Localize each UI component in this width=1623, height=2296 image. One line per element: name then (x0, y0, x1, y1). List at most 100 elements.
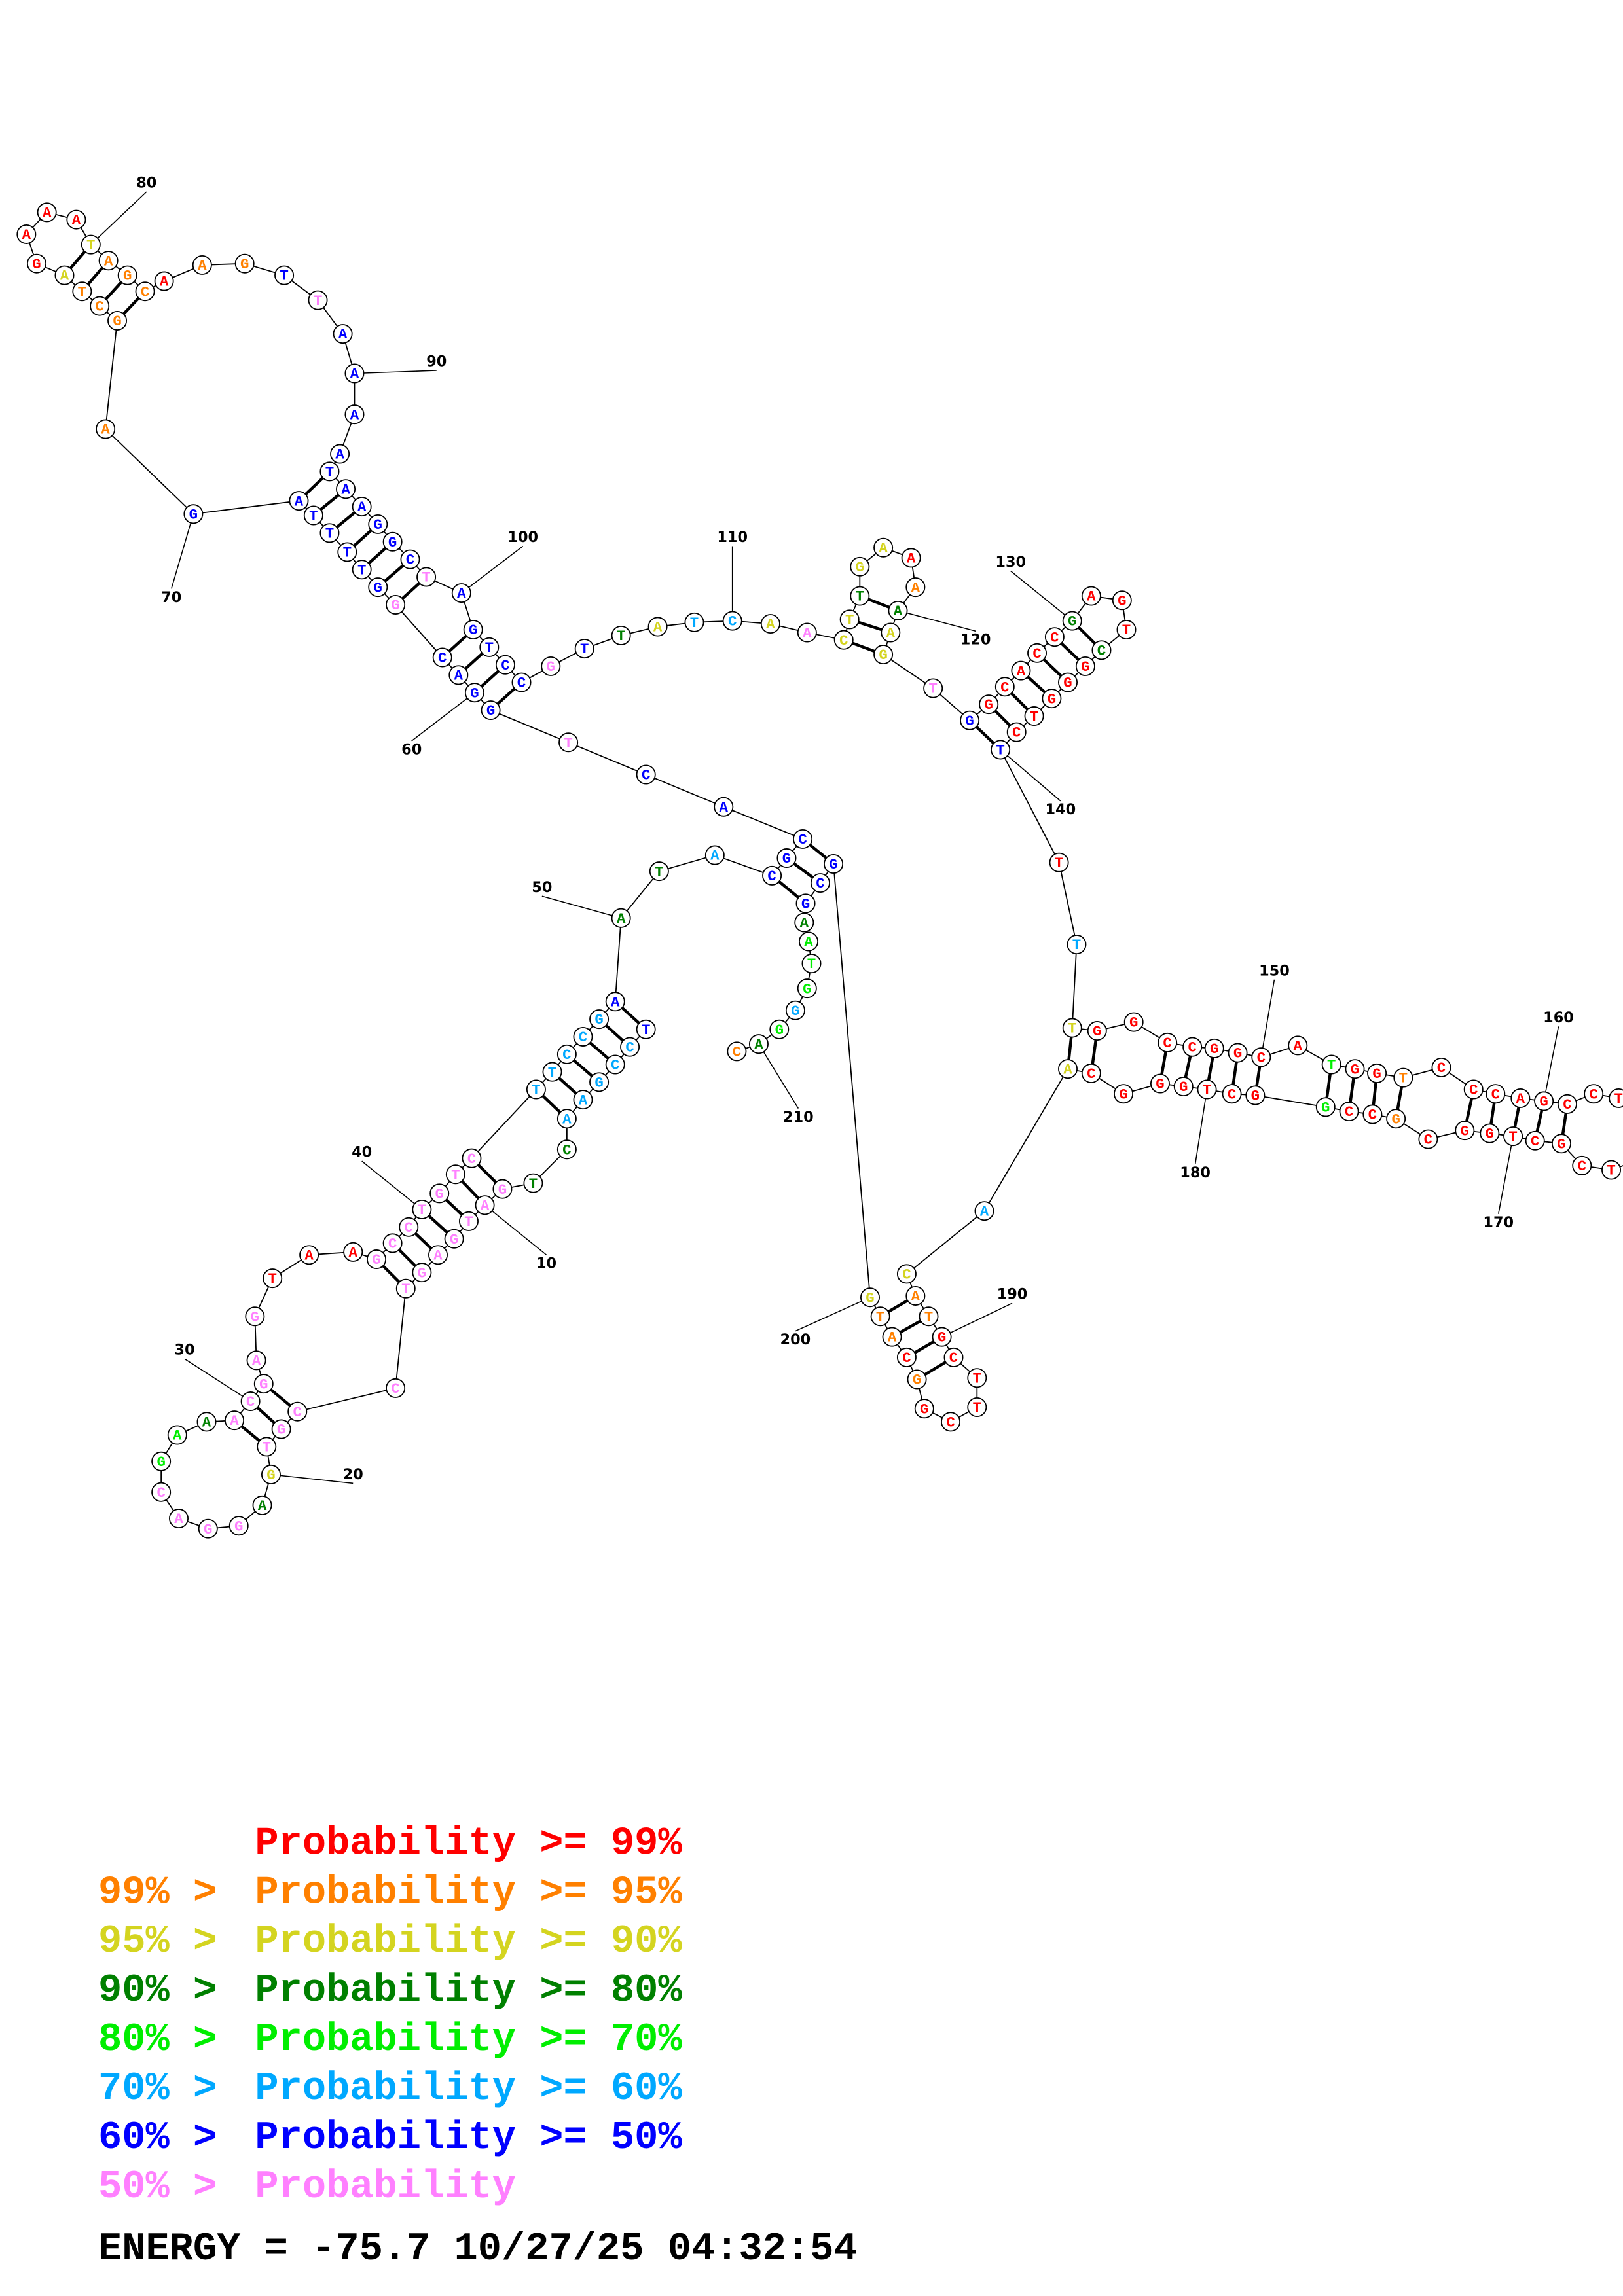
nucleotide-letter: G (829, 856, 837, 873)
nucleotide-circle (382, 1233, 403, 1253)
nucleotide-letter: C (1012, 725, 1021, 742)
nucleotide-letter: G (469, 622, 477, 639)
nucleotide-circle (1609, 1088, 1623, 1108)
nucleotide-198: A (882, 1327, 902, 1347)
energy-footer: ENERGY = -75.7 10/27/25 04:32:54 (98, 2227, 858, 2272)
nucleotide-circle (541, 656, 561, 676)
nucleotide-circle (839, 609, 860, 630)
nucleotide-148: G (1204, 1038, 1224, 1058)
nucleotide-circle (154, 271, 174, 291)
nucleotide-letter: T (1055, 855, 1063, 872)
nucleotide-196: G (907, 1369, 927, 1390)
nucleotide-letter: A (60, 268, 69, 285)
nucleotide-letter: G (1179, 1079, 1188, 1096)
nucleotide-letter: G (1119, 1086, 1127, 1103)
nucleotide-68: T (303, 505, 323, 526)
nucleotide-178: G (1245, 1085, 1266, 1105)
nucleotide-125: G (979, 694, 999, 715)
nucleotide-27: A (167, 1425, 187, 1445)
nucleotide-41: G (429, 1183, 450, 1204)
nucleotide-letter: T (655, 863, 663, 880)
nucleotide-174: G (1386, 1109, 1406, 1129)
legend-prefix: 95% > (98, 1920, 217, 1964)
nucleotide-58: T (558, 732, 579, 753)
nucleotide-38: C (382, 1233, 403, 1253)
nucleotide-letter: T (1508, 1128, 1517, 1145)
nucleotide-circle (1027, 643, 1048, 663)
nucleotide-letter: A (72, 212, 81, 229)
nucleotide-circle (1551, 1134, 1571, 1154)
nucleotide-letter: G (775, 1022, 784, 1039)
nucleotide-35: A (299, 1245, 319, 1265)
nucleotide-circle (1362, 1104, 1383, 1124)
nucleotide-letter: T (996, 742, 1004, 759)
nucleotide-letter: C (798, 831, 807, 848)
nucleotide-circle (343, 1242, 363, 1262)
nucleotide-circle (797, 978, 817, 999)
nucleotide-199: T (870, 1306, 890, 1327)
legend-entry-y: Probability >= 90% (255, 1920, 682, 1964)
nucleotide-letter: G (418, 1265, 426, 1282)
nucleotide-circle (762, 865, 782, 886)
position-label-130: 130 (995, 554, 1026, 571)
nucleotide-85: A (192, 255, 212, 275)
nucleotide-circle (481, 700, 501, 721)
nucleotide-circle (1062, 1018, 1082, 1038)
nucleotide-89: A (333, 324, 353, 344)
nucleotide-1: T (636, 1019, 656, 1039)
nucleotide-letter: T (564, 734, 572, 751)
nucleotide-circle (428, 1245, 448, 1265)
nucleotide-letter: C (767, 868, 776, 885)
nucleotide-letter: T (464, 1213, 473, 1230)
nucleotide-circle (367, 1249, 387, 1270)
nucleotide-60: G (464, 683, 484, 703)
nucleotide-letter: A (173, 1427, 182, 1444)
nucleotide-circle (888, 600, 908, 620)
label-leader-line (184, 1358, 251, 1402)
label-leader-line (411, 692, 475, 742)
nucleotide-letter: A (104, 253, 113, 270)
nucleotide-circle (1480, 1123, 1500, 1143)
nucleotide-letter: T (532, 1082, 540, 1099)
nucleotide-letter: G (1210, 1041, 1218, 1058)
nucleotide-circle (1075, 656, 1095, 676)
nucleotide-circle (451, 583, 471, 603)
nucleotide-letter: G (879, 647, 887, 664)
label-leader-line (90, 191, 147, 245)
nucleotide-letter: T (325, 464, 334, 481)
nucleotide-circle (1510, 1088, 1531, 1108)
nucleotide-123: T (923, 678, 943, 698)
nucleotide-letter: A (911, 1288, 921, 1305)
nucleotide-letter: T (807, 956, 816, 973)
nucleotide-circle (319, 523, 340, 543)
nucleotide-letter: G (1372, 1066, 1381, 1083)
nucleotide-letter: G (266, 1467, 275, 1484)
nucleotide-letter: A (357, 499, 367, 516)
nucleotide-circle (1067, 935, 1087, 955)
nucleotide-136: G (1058, 672, 1078, 692)
nucleotide-circle (344, 404, 365, 425)
nucleotide-circle (1044, 627, 1065, 647)
nucleotide-letter: G (913, 1372, 921, 1389)
nucleotide-circle (464, 683, 484, 703)
nucleotide-letter: T (1072, 937, 1081, 954)
nucleotide-65: T (352, 560, 372, 580)
label-leader-line (171, 514, 194, 589)
nucleotide-letter: T (263, 1439, 271, 1456)
nucleotide-letter: T (418, 1202, 426, 1219)
backbone-segment (614, 918, 622, 1002)
label-leader-line (1260, 979, 1275, 1058)
nucleotide-circle (429, 1183, 450, 1204)
nucleotide-169: C (1525, 1130, 1545, 1151)
nucleotide-letter: C (946, 1414, 955, 1431)
backbone-segment (1058, 862, 1078, 945)
nucleotide-circle (196, 1412, 217, 1432)
legend-entry-c: Probability >= 60% (255, 2067, 682, 2111)
nucleotide-letter: G (1557, 1136, 1565, 1153)
nucleotide-letter: A (803, 625, 812, 642)
nucleotide-circle (901, 548, 921, 568)
nucleotide-letter: A (579, 1092, 588, 1109)
nucleotide-43: C (462, 1148, 482, 1168)
nucleotide-132: G (1112, 590, 1132, 611)
